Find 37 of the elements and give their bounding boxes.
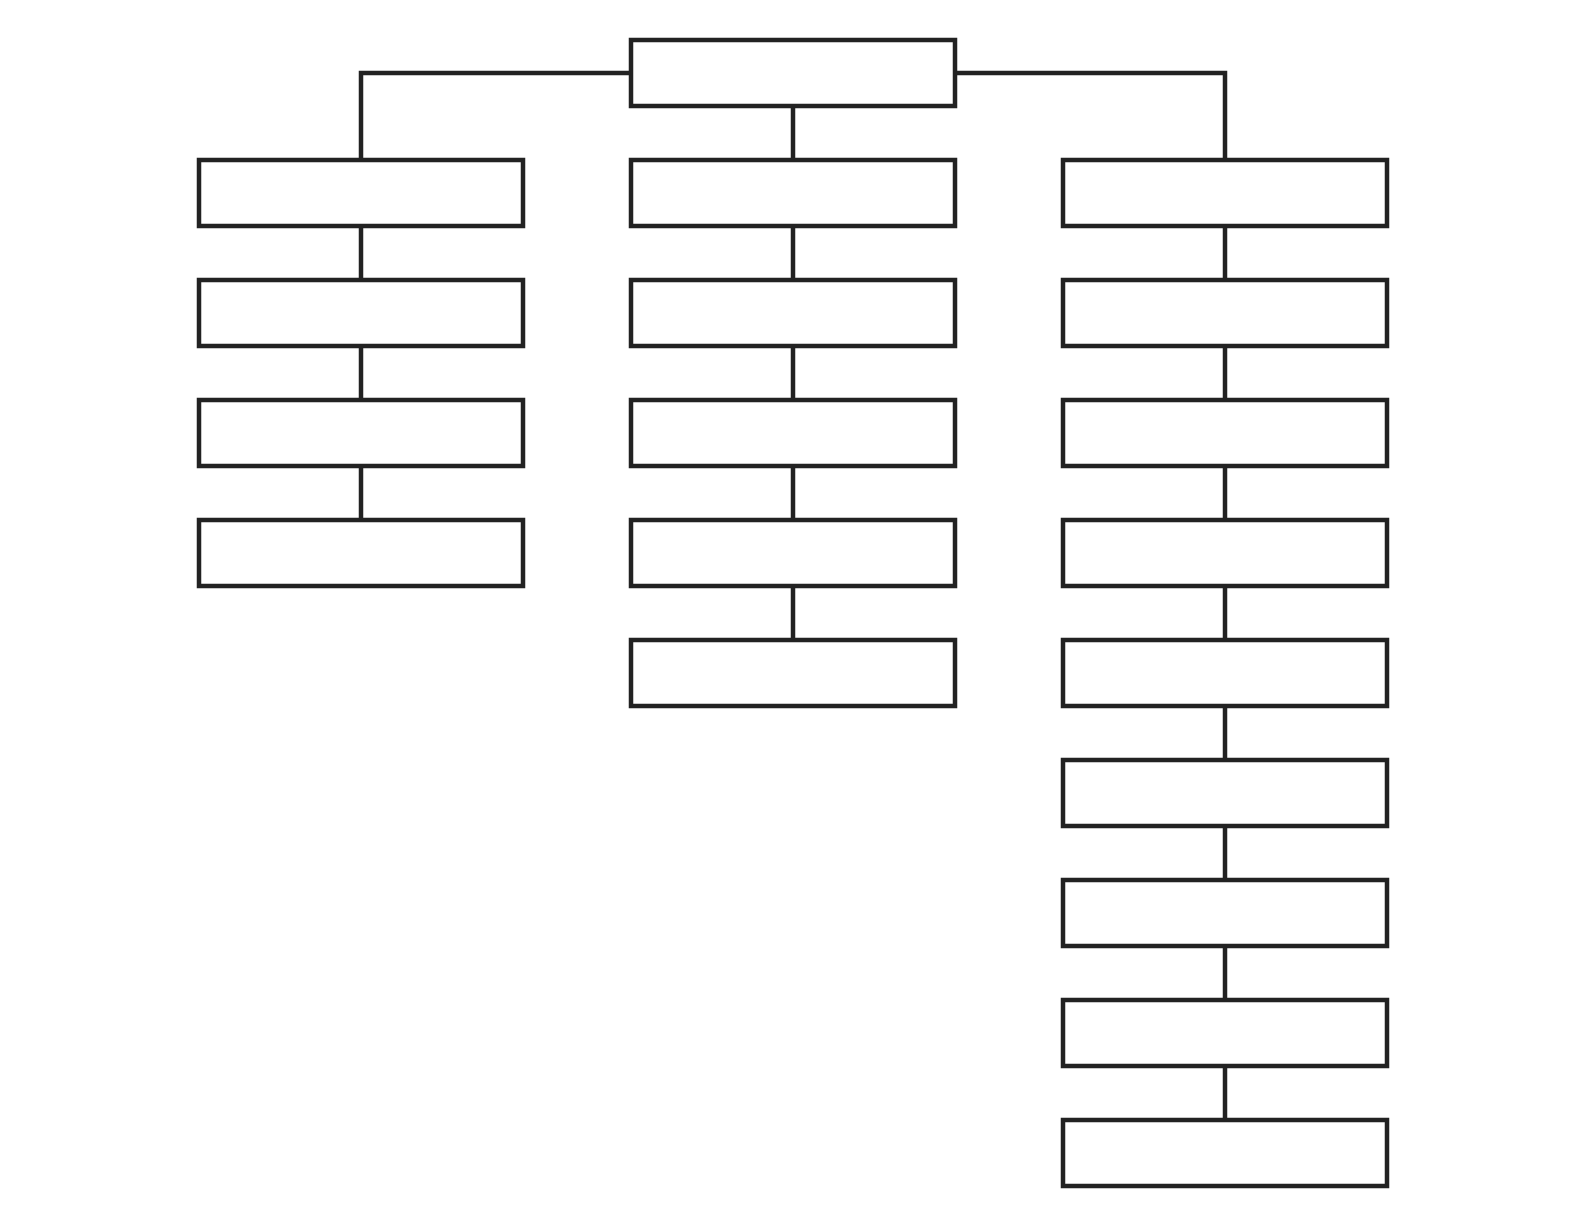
node-box bbox=[1060, 157, 1389, 228]
connector bbox=[790, 586, 795, 639]
connector bbox=[1222, 586, 1227, 639]
node-box bbox=[1060, 877, 1389, 948]
connector bbox=[790, 226, 795, 279]
connector bbox=[1222, 946, 1227, 999]
node-box bbox=[1060, 1117, 1389, 1188]
node-box bbox=[196, 157, 525, 228]
connector bbox=[1222, 466, 1227, 519]
connector bbox=[790, 106, 795, 159]
node-box bbox=[1060, 637, 1389, 708]
connector bbox=[358, 70, 631, 159]
node-box bbox=[1060, 517, 1389, 588]
node-box bbox=[1060, 997, 1389, 1068]
node-box bbox=[628, 277, 957, 348]
connector bbox=[358, 466, 363, 519]
connector bbox=[790, 346, 795, 399]
connector bbox=[1222, 226, 1227, 279]
node-box bbox=[628, 517, 957, 588]
node-box bbox=[1060, 757, 1389, 828]
connector bbox=[1222, 706, 1227, 759]
connector bbox=[1222, 1066, 1227, 1119]
connector bbox=[358, 346, 363, 399]
node-box bbox=[628, 637, 957, 708]
connector bbox=[954, 70, 1227, 159]
node-box bbox=[196, 277, 525, 348]
node-box bbox=[1060, 397, 1389, 468]
node-box bbox=[628, 37, 957, 108]
node-box bbox=[196, 397, 525, 468]
connector bbox=[1222, 346, 1227, 399]
node-box bbox=[628, 157, 957, 228]
node-box bbox=[1060, 277, 1389, 348]
node-box bbox=[628, 397, 957, 468]
connector bbox=[1222, 826, 1227, 879]
connector bbox=[358, 226, 363, 279]
node-box bbox=[196, 517, 525, 588]
connector bbox=[790, 466, 795, 519]
